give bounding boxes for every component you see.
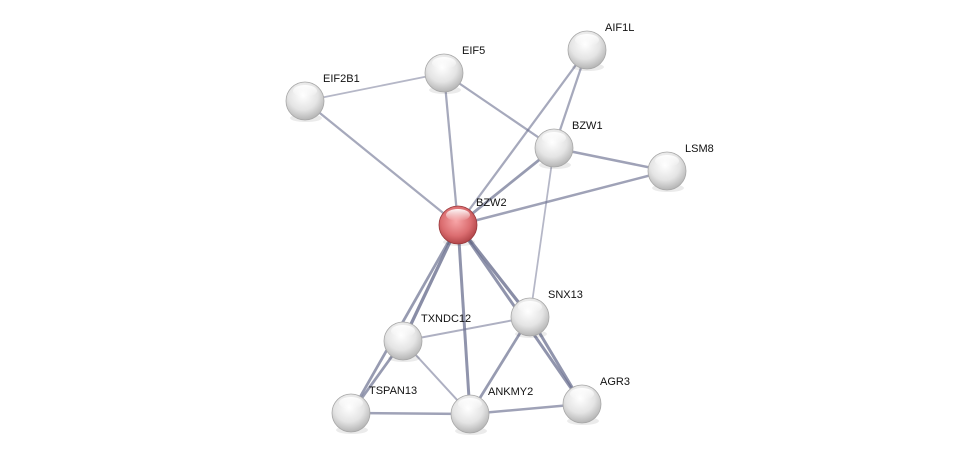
node-bzw1[interactable]: BZW1	[534, 120, 603, 169]
node-tspan13[interactable]: TSPAN13	[331, 385, 417, 434]
node-label: AIF1L	[605, 22, 634, 34]
node-eif2b1[interactable]: EIF2B1	[285, 73, 360, 122]
node-label: BZW2	[476, 197, 507, 209]
edge-eif2b1-eif5[interactable]	[304, 72, 445, 102]
node-label: AGR3	[600, 376, 630, 388]
node-label: SNX13	[548, 289, 583, 301]
edge-txndc12-snx13[interactable]	[402, 316, 531, 342]
edge-bzw2-tspan13[interactable]	[349, 224, 460, 414]
edge-bzw1-bzw2[interactable]	[457, 146, 555, 227]
node-ankmy2[interactable]: ANKMY2	[450, 386, 533, 435]
node-label: ANKMY2	[488, 386, 533, 398]
node-bzw2[interactable]: BZW2	[438, 197, 507, 246]
node-label: EIF5	[462, 45, 485, 57]
nodes-layer: EIF2B1 EIF5 AIF1L BZW1LSM8BZW2SNX13TXNDC12A…	[285, 22, 714, 435]
node-aif1l[interactable]: AIF1L	[567, 22, 634, 71]
edge-bzw1-snx13[interactable]	[529, 147, 555, 318]
edge-bzw2-txndc12[interactable]	[401, 224, 460, 342]
node-label: LSM8	[685, 143, 714, 155]
node-label: TXNDC12	[421, 313, 471, 325]
node-txndc12[interactable]: TXNDC12	[383, 313, 471, 362]
edge-tspan13-ankmy2[interactable]	[350, 411, 471, 416]
node-label: TSPAN13	[369, 385, 417, 397]
edge-bzw2-lsm8[interactable]	[457, 169, 668, 227]
edge-eif2b1-bzw2[interactable]	[304, 100, 459, 226]
edges-layer	[304, 49, 668, 416]
edge-aif1l-bzw2[interactable]	[457, 49, 588, 226]
edge-bzw2-ankmy2[interactable]	[456, 224, 472, 415]
node-snx13[interactable]: SNX13	[510, 289, 583, 338]
node-lsm8[interactable]: LSM8	[647, 143, 714, 192]
node-agr3[interactable]: AGR3	[562, 376, 630, 425]
node-eif5[interactable]: EIF5	[424, 45, 485, 94]
edge-eif5-bzw1[interactable]	[443, 72, 555, 149]
node-label: EIF2B1	[323, 73, 360, 85]
node-label: BZW1	[572, 120, 603, 132]
edge-eif5-bzw2[interactable]	[442, 72, 460, 226]
